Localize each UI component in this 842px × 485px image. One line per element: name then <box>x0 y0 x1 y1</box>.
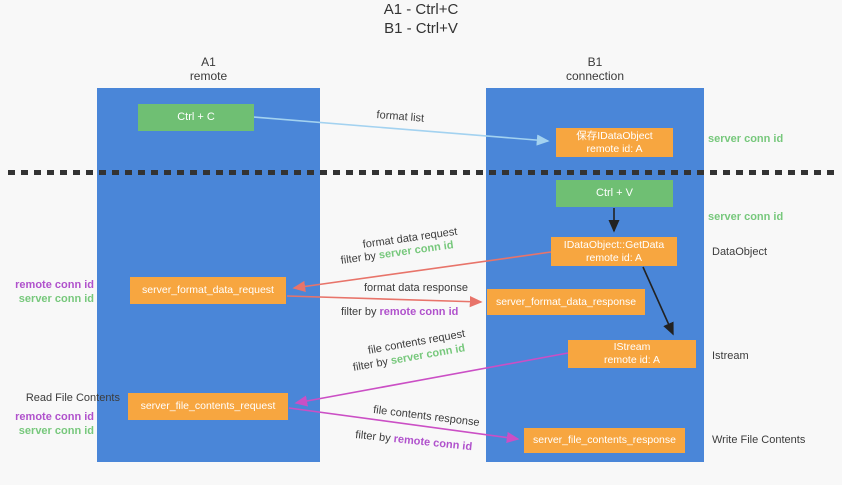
read-file-contents-label: Read File Contents <box>25 392 120 404</box>
lane-b1-role: connection <box>565 69 625 83</box>
format-list-edge-label: format list <box>376 109 425 125</box>
remote-conn-id-label-format: remote conn id <box>15 279 94 291</box>
istream-label: Istream <box>712 350 749 362</box>
remote-conn-id-label-file: remote conn id <box>15 411 94 423</box>
node-ctrl-c-label: Ctrl + C <box>177 111 215 123</box>
node-server-format-data-request-label: server_format_data_request <box>142 284 274 296</box>
node-server-format-data-request: server_format_data_request <box>130 277 286 304</box>
filter-remote-conn-id: remote conn id <box>379 306 459 318</box>
node-save-idataobject-line1: 保存IDataObject <box>576 129 653 142</box>
node-save-idataobject-line2: remote id: A <box>586 142 643 155</box>
dataobject-label: DataObject <box>712 246 768 258</box>
file-contents-response-filter-label: filter by remote conn id <box>355 429 473 453</box>
diagram-title: A1 - Ctrl+C B1 - Ctrl+V <box>0 0 842 38</box>
filter-by-text: filter by <box>341 306 380 318</box>
server-conn-id-label-file: server conn id <box>18 425 94 437</box>
write-file-contents-label: Write File Contents <box>712 434 806 446</box>
node-istream-line2: remote id: A <box>603 354 661 366</box>
node-ctrl-c: Ctrl + C <box>138 104 254 131</box>
node-server-file-contents-response: server_file_contents_response <box>524 428 685 453</box>
phase-separator-dotted-line <box>8 170 836 175</box>
lane-a1-name: A1 <box>201 55 216 69</box>
node-server-file-contents-request-label: server_file_contents_request <box>140 400 276 412</box>
node-server-file-contents-request: server_file_contents_request <box>128 393 288 420</box>
lane-header-b1: B1 connection <box>486 55 704 83</box>
filter-by-text: filter by <box>340 249 380 267</box>
node-idataobject-getdata: IDataObject::GetData remote id: A <box>551 237 677 266</box>
node-server-format-data-response: server_format_data_response <box>487 289 645 315</box>
node-istream: IStream remote id: A <box>568 340 696 368</box>
node-server-format-data-response-label: server_format_data_response <box>495 295 637 308</box>
filter-by-text: filter by <box>352 355 393 374</box>
node-server-file-contents-response-label: server_file_contents_response <box>532 434 676 446</box>
server-conn-id-label-top: server conn id <box>708 133 784 145</box>
node-ctrl-v: Ctrl + V <box>556 180 673 207</box>
filter-by-text: filter by <box>354 429 395 445</box>
node-getdata-line2: remote id: A <box>585 251 643 264</box>
lane-b1-name: B1 <box>587 55 603 69</box>
lane-a1-role: remote <box>189 69 228 83</box>
node-ctrl-v-label: Ctrl + V <box>596 187 633 199</box>
node-istream-line1: IStream <box>613 341 651 353</box>
title-line-1: A1 - Ctrl+C <box>383 1 459 18</box>
format-data-response-filter-label: filter by remote conn id <box>341 306 458 318</box>
lane-header-a1: A1 remote <box>97 55 320 83</box>
file-contents-response-edge-label: file contents response <box>372 404 481 429</box>
filter-remote-conn-id: remote conn id <box>393 433 473 454</box>
server-conn-id-label-format: server conn id <box>18 293 94 305</box>
format-data-response-edge-label: format data response <box>364 282 468 294</box>
node-save-idataobject: 保存IDataObject remote id: A <box>556 128 673 157</box>
server-conn-id-label-mid: server conn id <box>708 211 784 223</box>
title-line-2: B1 - Ctrl+V <box>384 20 458 37</box>
node-getdata-line1: IDataObject::GetData <box>563 238 665 251</box>
